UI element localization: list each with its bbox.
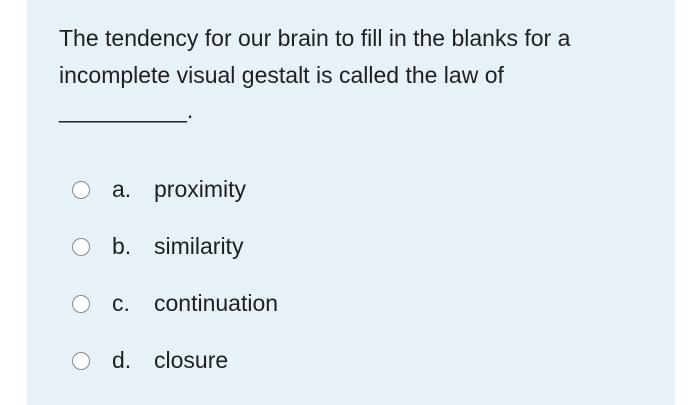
- option-d[interactable]: d. closure: [27, 331, 675, 388]
- radio-button-d[interactable]: [72, 352, 90, 370]
- answer-blank: __________.: [59, 97, 194, 123]
- option-letter: a.: [112, 176, 132, 202]
- option-label[interactable]: similarity: [154, 233, 244, 259]
- option-c[interactable]: c. continuation: [27, 274, 675, 331]
- option-b[interactable]: b. similarity: [27, 217, 675, 274]
- answer-options: a. proximity b. similarity c. continuati…: [27, 160, 675, 388]
- option-label[interactable]: closure: [154, 347, 229, 373]
- option-a[interactable]: a. proximity: [27, 160, 675, 217]
- question-text: The tendency for our brain to fill in th…: [59, 25, 571, 88]
- radio-button-c[interactable]: [72, 295, 90, 313]
- radio-button-b[interactable]: [72, 238, 90, 256]
- question-card: The tendency for our brain to fill in th…: [27, 0, 675, 405]
- option-label[interactable]: continuation: [154, 290, 279, 316]
- option-letter: d.: [112, 347, 132, 373]
- radio-button-a[interactable]: [72, 181, 90, 199]
- option-letter: c.: [112, 290, 130, 316]
- option-letter: b.: [112, 233, 132, 259]
- option-label[interactable]: proximity: [154, 176, 247, 202]
